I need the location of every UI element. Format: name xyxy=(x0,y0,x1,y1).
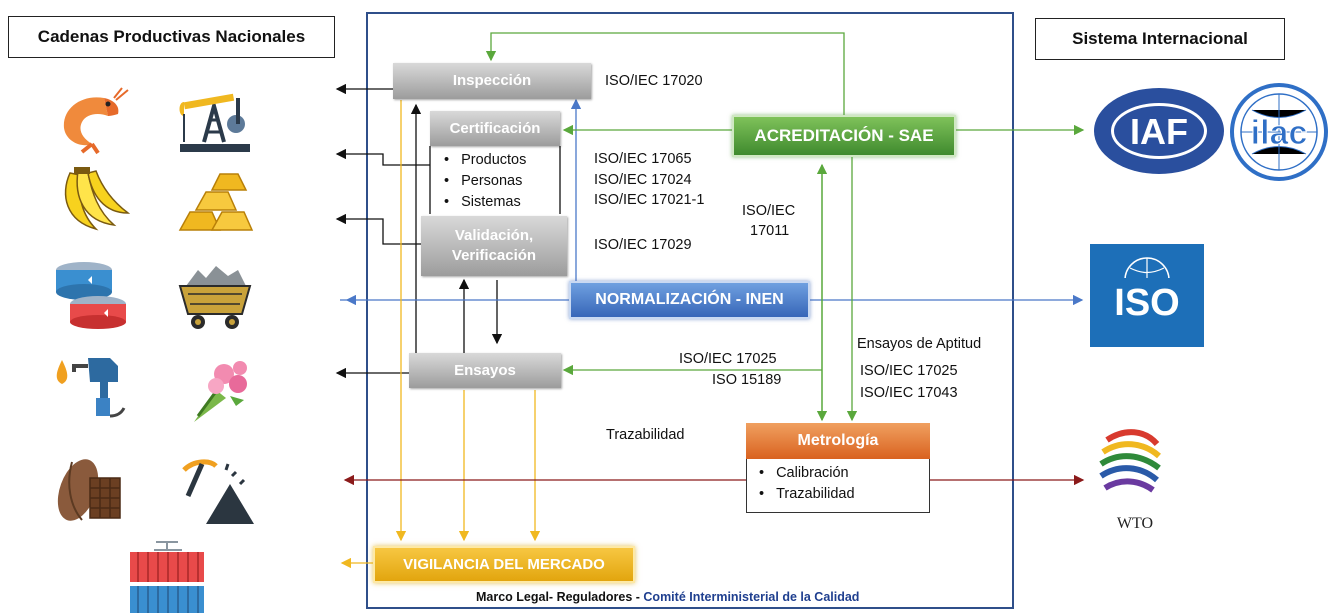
inspeccion-box: Inspección xyxy=(393,63,591,99)
metrologia-box: Metrología xyxy=(746,423,930,459)
std-ensayos-2: ISO 15189 xyxy=(712,372,782,388)
metro-item-calibracion: Calibración xyxy=(776,465,849,481)
std-validacion: ISO/IEC 17029 xyxy=(594,237,692,253)
iso-text: ISO xyxy=(1114,282,1179,324)
iaf-text: IAF xyxy=(1130,111,1188,152)
aptitud-title: Ensayos de Aptitud xyxy=(857,336,982,352)
validacion-label-2: Verificación xyxy=(451,247,537,264)
national-chains-title: Cadenas Productivas Nacionales xyxy=(37,27,306,46)
shipping-container-icon xyxy=(130,541,204,613)
ensayos-label: Ensayos xyxy=(454,361,516,379)
std-ensayos-1: ISO/IEC 17025 xyxy=(679,351,777,367)
cert-item-productos: Productos xyxy=(461,152,527,168)
fuel-pump-icon xyxy=(56,358,126,418)
footer-part2: Comité Interministerial de la Calidad xyxy=(643,590,860,604)
national-chains-header: Cadenas Productivas Nacionales xyxy=(8,16,335,58)
banana-icon xyxy=(64,167,130,231)
arrow-sae-to-inspeccion xyxy=(485,32,845,115)
std-cert-1: ISO/IEC 17065 xyxy=(594,151,692,167)
std-acred-2: 17011 xyxy=(750,223,790,239)
metro-item-trazabilidad: Trazabilidad xyxy=(776,486,855,502)
iso-logo-icon: ISO xyxy=(1090,244,1204,347)
std-cert-3: ISO/IEC 17021-1 xyxy=(594,192,705,208)
arrow-valid-left xyxy=(335,213,421,245)
ensayos-box: Ensayos xyxy=(409,353,561,388)
std-aptitud-1: ISO/IEC 17025 xyxy=(860,363,958,379)
gold-bars-icon xyxy=(178,173,254,231)
flower-bouquet-icon xyxy=(194,361,247,422)
arrow-cert-left xyxy=(335,148,430,166)
validacion-label-1: Validación, xyxy=(454,227,534,244)
international-system-header: Sistema Internacional xyxy=(1035,18,1285,60)
oil-pump-icon xyxy=(179,93,250,152)
canned-fish-icon xyxy=(56,262,126,329)
mining-pickaxe-icon xyxy=(182,459,254,524)
cert-item-sistemas: Sistemas xyxy=(461,194,521,210)
vigilancia-mercado-box: VIGILANCIA DEL MERCADO xyxy=(373,546,635,583)
acreditacion-label: ACREDITACIÓN - SAE xyxy=(754,126,934,145)
normalizacion-label: NORMALIZACIÓN - INEN xyxy=(595,291,784,308)
wto-logo-icon: WTO xyxy=(1099,429,1161,532)
validacion-box: Validación, Verificación xyxy=(421,216,567,276)
inspeccion-label: Inspección xyxy=(452,72,532,89)
iaf-logo-icon: IAF xyxy=(1094,88,1224,174)
std-inspeccion: ISO/IEC 17020 xyxy=(605,73,703,89)
cacao-icon xyxy=(57,459,121,521)
vigilancia-label: VIGILANCIA DEL MERCADO xyxy=(403,556,605,573)
wto-text: WTO xyxy=(1117,515,1153,532)
ilac-logo-icon: ilac xyxy=(1230,83,1328,181)
international-system-title: Sistema Internacional xyxy=(1072,29,1248,48)
cert-item-personas: Personas xyxy=(461,173,523,189)
acreditacion-sae-box: ACREDITACIÓN - SAE xyxy=(732,115,956,157)
footer-part1: Marco Legal- Reguladores - xyxy=(476,590,644,604)
certificacion-box: Certificación xyxy=(430,111,560,146)
metrologia-list: •Calibración •Trazabilidad xyxy=(746,459,930,513)
normalizacion-inen-box: NORMALIZACIÓN - INEN xyxy=(569,281,810,319)
metrologia-label: Metrología xyxy=(797,432,879,449)
std-acred-1: ISO/IEC xyxy=(742,203,796,219)
certificacion-list: •Productos •Personas •Sistemas xyxy=(444,150,526,213)
footer-legal: Marco Legal- Reguladores - Comité Interm… xyxy=(476,590,859,604)
quality-system-frame xyxy=(366,12,1014,609)
std-cert-2: ISO/IEC 17024 xyxy=(594,172,692,188)
std-aptitud-2: ISO/IEC 17043 xyxy=(860,385,958,401)
trazabilidad-label: Trazabilidad xyxy=(606,427,685,443)
certificacion-label: Certificación xyxy=(449,119,541,137)
shrimp-icon xyxy=(63,87,129,155)
ilac-text: ilac xyxy=(1251,114,1308,152)
mine-cart-icon xyxy=(178,266,252,329)
